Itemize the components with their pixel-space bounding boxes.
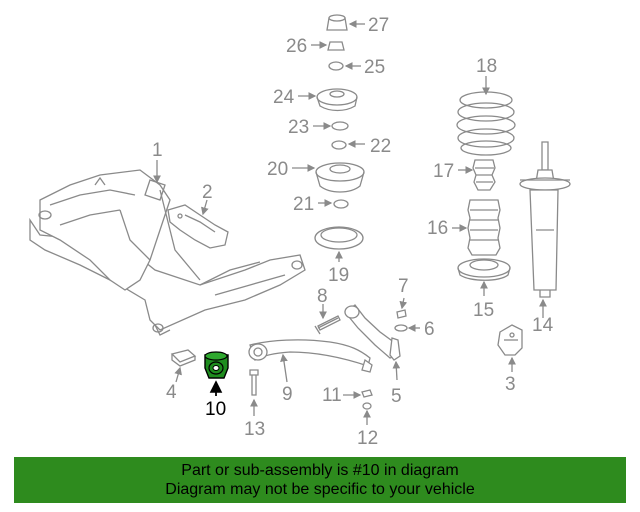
ring-part-23[interactable] (331, 121, 349, 131)
strut-mount-part-24[interactable] (316, 88, 358, 112)
callout-27: 27 (368, 15, 389, 36)
banner-line-part-number: Part or sub-assembly is #10 in diagram (181, 462, 459, 479)
callout-26: 26 (286, 36, 307, 57)
control-arm-part-5[interactable] (344, 304, 401, 373)
callout-8: 8 (317, 286, 328, 307)
callout-1: 1 (152, 140, 163, 161)
bolt-part-13[interactable] (249, 369, 259, 396)
callout-25: 25 (364, 57, 385, 78)
subframe-part[interactable] (29, 169, 306, 336)
bolt-part-8[interactable] (314, 315, 341, 335)
washer-part-22[interactable] (331, 140, 347, 150)
callout-22: 22 (370, 136, 391, 157)
nut-part-26[interactable] (327, 41, 345, 51)
bump-stop-part-17[interactable] (472, 159, 496, 191)
info-banner: Part or sub-assembly is #10 in diagram D… (14, 457, 626, 503)
callout-19: 19 (328, 265, 349, 286)
callout-2: 2 (202, 182, 213, 203)
callout-numbers: 1 2 3 4 5 6 7 8 9 10 11 12 13 14 15 16 1… (152, 15, 554, 449)
callout-9: 9 (282, 384, 293, 405)
callout-7: 7 (398, 276, 409, 297)
leader-lines (153, 20, 547, 425)
callout-15: 15 (473, 300, 494, 321)
control-arm-part-9[interactable] (248, 339, 371, 367)
callout-23: 23 (288, 117, 309, 138)
callout-20: 20 (267, 159, 288, 180)
bellows-part-16[interactable] (467, 199, 501, 256)
callout-18: 18 (476, 56, 497, 77)
bracket-part[interactable] (167, 204, 229, 249)
nut-part-11[interactable] (361, 389, 373, 398)
mount-bracket-part[interactable] (497, 324, 523, 356)
callout-10-highlighted: 10 (205, 399, 226, 420)
coil-spring-part-18[interactable] (456, 91, 516, 156)
callout-21: 21 (293, 194, 314, 215)
callout-3: 3 (505, 374, 516, 395)
cap-part-27[interactable] (326, 14, 348, 31)
washer-part-12[interactable] (362, 402, 372, 410)
callout-14: 14 (532, 315, 554, 336)
banner-line-disclaimer: Diagram may not be specific to your vehi… (165, 481, 475, 498)
callout-5: 5 (391, 386, 402, 407)
strut-part[interactable] (519, 141, 571, 298)
washer-part-6[interactable] (394, 324, 408, 332)
callout-6: 6 (424, 319, 435, 340)
spring-seat-part-15[interactable] (457, 258, 511, 281)
callout-4: 4 (166, 382, 177, 403)
pad-part[interactable] (170, 349, 197, 367)
nut-part-7[interactable] (396, 309, 407, 319)
highlighted-bushing-part-10[interactable] (204, 351, 229, 396)
callout-13: 13 (244, 419, 265, 440)
callout-12: 12 (357, 428, 378, 449)
washer-part-25[interactable] (328, 61, 344, 71)
callout-24: 24 (273, 87, 295, 108)
washer-part-21[interactable] (333, 199, 349, 209)
upper-seat-part-20[interactable] (315, 162, 365, 193)
suspension-exploded-diagram: 1 2 3 4 5 6 7 8 9 10 11 12 13 14 15 16 1… (29, 14, 571, 449)
callout-17: 17 (433, 161, 454, 182)
callout-16: 16 (427, 218, 448, 239)
spring-pad-part-19[interactable] (314, 226, 364, 250)
callout-11: 11 (322, 385, 342, 406)
